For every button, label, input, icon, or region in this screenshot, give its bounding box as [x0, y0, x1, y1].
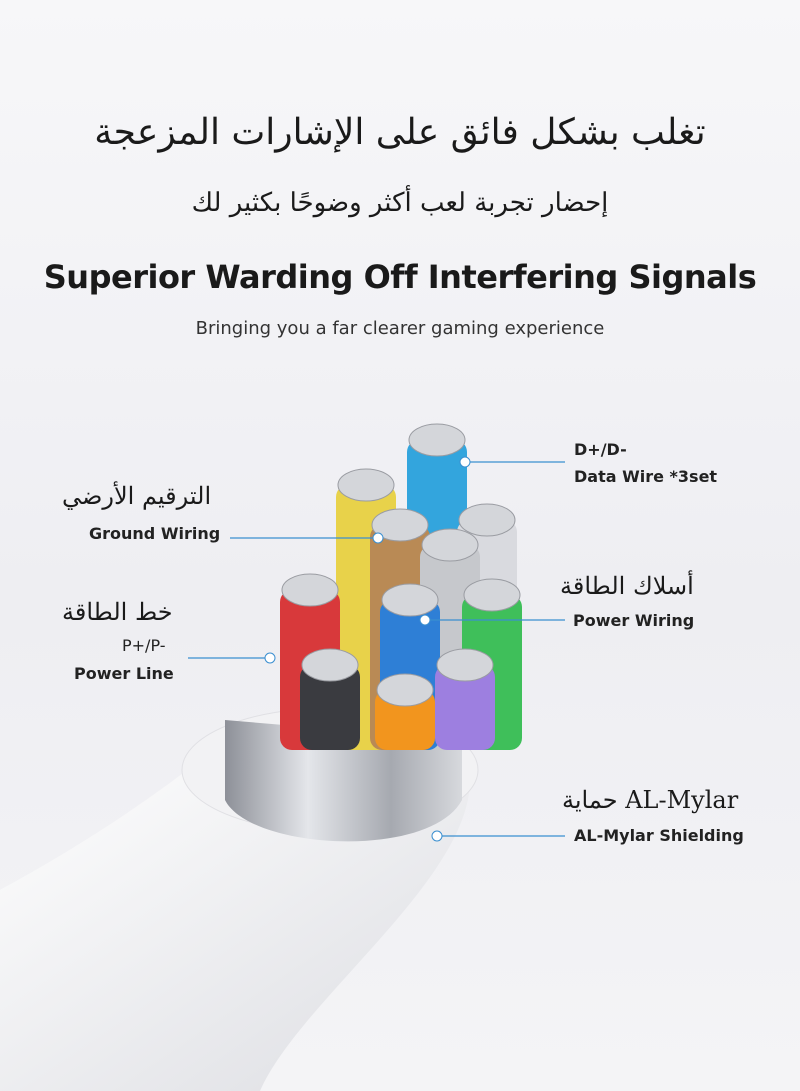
page-title: Superior Warding Off Interfering Signals	[43, 258, 757, 296]
ground-label: Ground Wiring	[89, 524, 221, 543]
power-wiring-arabic-label: أسلاك الطاقة	[560, 572, 694, 600]
shielding-arabic-label: AL-Mylar حماية	[562, 786, 739, 814]
callout-dot	[431, 830, 443, 842]
callout-dot	[372, 532, 384, 544]
shielding-label: AL-Mylar Shielding	[574, 826, 744, 845]
power-line-arabic-label: خط الطاقة	[62, 598, 173, 626]
data-wire-code: D+/D-	[574, 440, 627, 459]
power-line-label: Power Line	[74, 664, 174, 683]
data-wire-label: Data Wire *3set	[574, 467, 718, 486]
callout-dot	[419, 614, 431, 626]
ground-arabic-label: الترقيم الأرضي	[62, 482, 212, 510]
page-subtitle: Bringing you a far clearer gaming experi…	[195, 318, 605, 339]
power-line-code: P+/P-	[122, 636, 166, 655]
power-wire-purple	[435, 648, 495, 750]
mylar-shield	[225, 720, 462, 842]
power-wire-black	[300, 648, 360, 750]
callout-dot	[264, 652, 276, 664]
power-wire-orange	[375, 673, 435, 750]
power-wiring-label: Power Wiring	[573, 611, 695, 630]
callout-dot	[459, 456, 471, 468]
arabic-subtitle: إحضار تجربة لعب أكثر وضوحًا بكثير لك	[191, 188, 609, 218]
arabic-title: تغلب بشكل فائق على الإشارات المزعجة	[94, 112, 706, 153]
cable-jacket	[0, 760, 470, 1091]
